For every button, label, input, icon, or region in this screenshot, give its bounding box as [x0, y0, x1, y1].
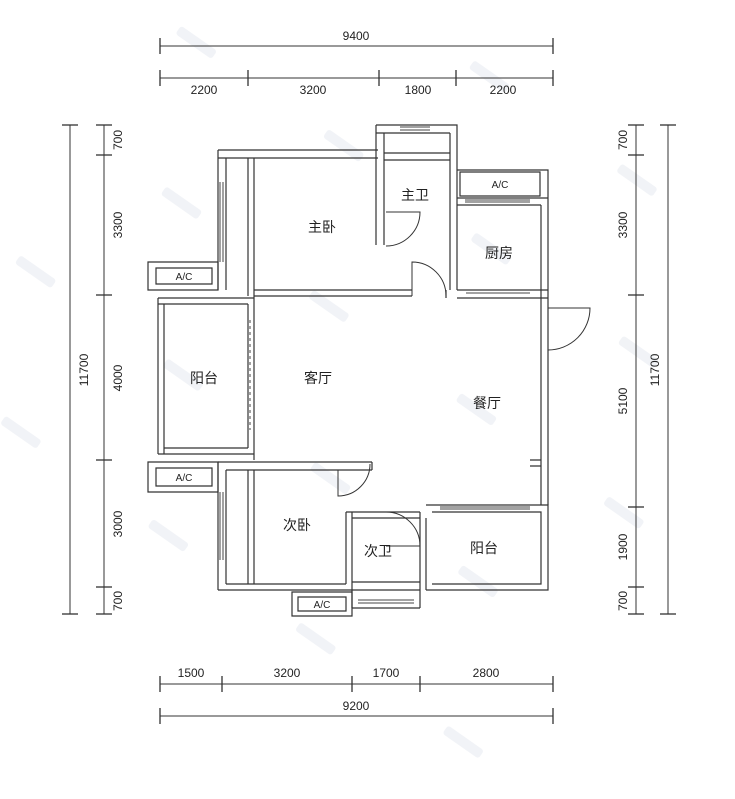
walls: [147, 124, 549, 617]
ac-label-left-bottom: A/C: [176, 473, 193, 484]
bottom-dim-1: 1500: [178, 666, 205, 680]
room-second-bath: 次卫: [364, 544, 392, 560]
top-dimensions: 9400 2200 3200 1800 2200: [159, 29, 554, 97]
right-dim-3: 5100: [616, 387, 630, 414]
ac-label-left-top: A/C: [176, 272, 193, 283]
top-total-dim: 9400: [343, 29, 370, 43]
left-dim-3: 4000: [111, 364, 125, 391]
top-dim-2: 3200: [300, 83, 327, 97]
room-balcony-left: 阳台: [190, 371, 218, 387]
left-dim-5: 700: [111, 591, 125, 611]
right-dim-4: 1900: [616, 533, 630, 560]
top-dim-3: 1800: [405, 83, 432, 97]
ac-label-kitchen: A/C: [492, 180, 509, 191]
bottom-dimensions: 1500 3200 1700 2800 9200: [159, 666, 554, 724]
room-master-bedroom: 主卧: [308, 220, 336, 236]
bottom-dim-2: 3200: [274, 666, 301, 680]
room-labels: 主卧 主卫 厨房 阳台 客厅 餐厅 次卧 次卫 阳台: [190, 188, 513, 560]
bottom-dim-4: 2800: [473, 666, 500, 680]
room-second-bedroom: 次卧: [283, 518, 311, 534]
right-dim-1: 700: [616, 130, 630, 150]
right-total-dim: 11700: [648, 353, 662, 386]
room-living: 客厅: [304, 370, 332, 387]
left-dim-4: 3000: [111, 510, 125, 537]
ac-label-bottom: A/C: [314, 600, 331, 611]
room-master-bath: 主卫: [401, 188, 429, 204]
top-dim-4: 2200: [490, 83, 517, 97]
left-dim-1: 700: [111, 130, 125, 150]
room-dining: 餐厅: [473, 396, 501, 412]
room-kitchen: 厨房: [485, 246, 513, 262]
left-total-dim: 11700: [77, 353, 91, 386]
right-dim-5: 700: [616, 591, 630, 611]
room-balcony-right: 阳台: [470, 541, 498, 557]
left-dimensions: 11700 700 3300 4000 3000 700: [62, 124, 125, 615]
windows: [219, 126, 530, 604]
bottom-total-dim: 9200: [343, 699, 370, 713]
ac-units: A/C A/C A/C A/C: [176, 180, 509, 611]
doors: [337, 211, 591, 547]
bottom-dim-3: 1700: [373, 666, 400, 680]
right-dim-2: 3300: [616, 211, 630, 238]
top-dim-1: 2200: [191, 83, 218, 97]
right-dimensions: 700 3300 5100 1900 700 11700: [616, 124, 676, 615]
left-dim-2: 3300: [111, 211, 125, 238]
